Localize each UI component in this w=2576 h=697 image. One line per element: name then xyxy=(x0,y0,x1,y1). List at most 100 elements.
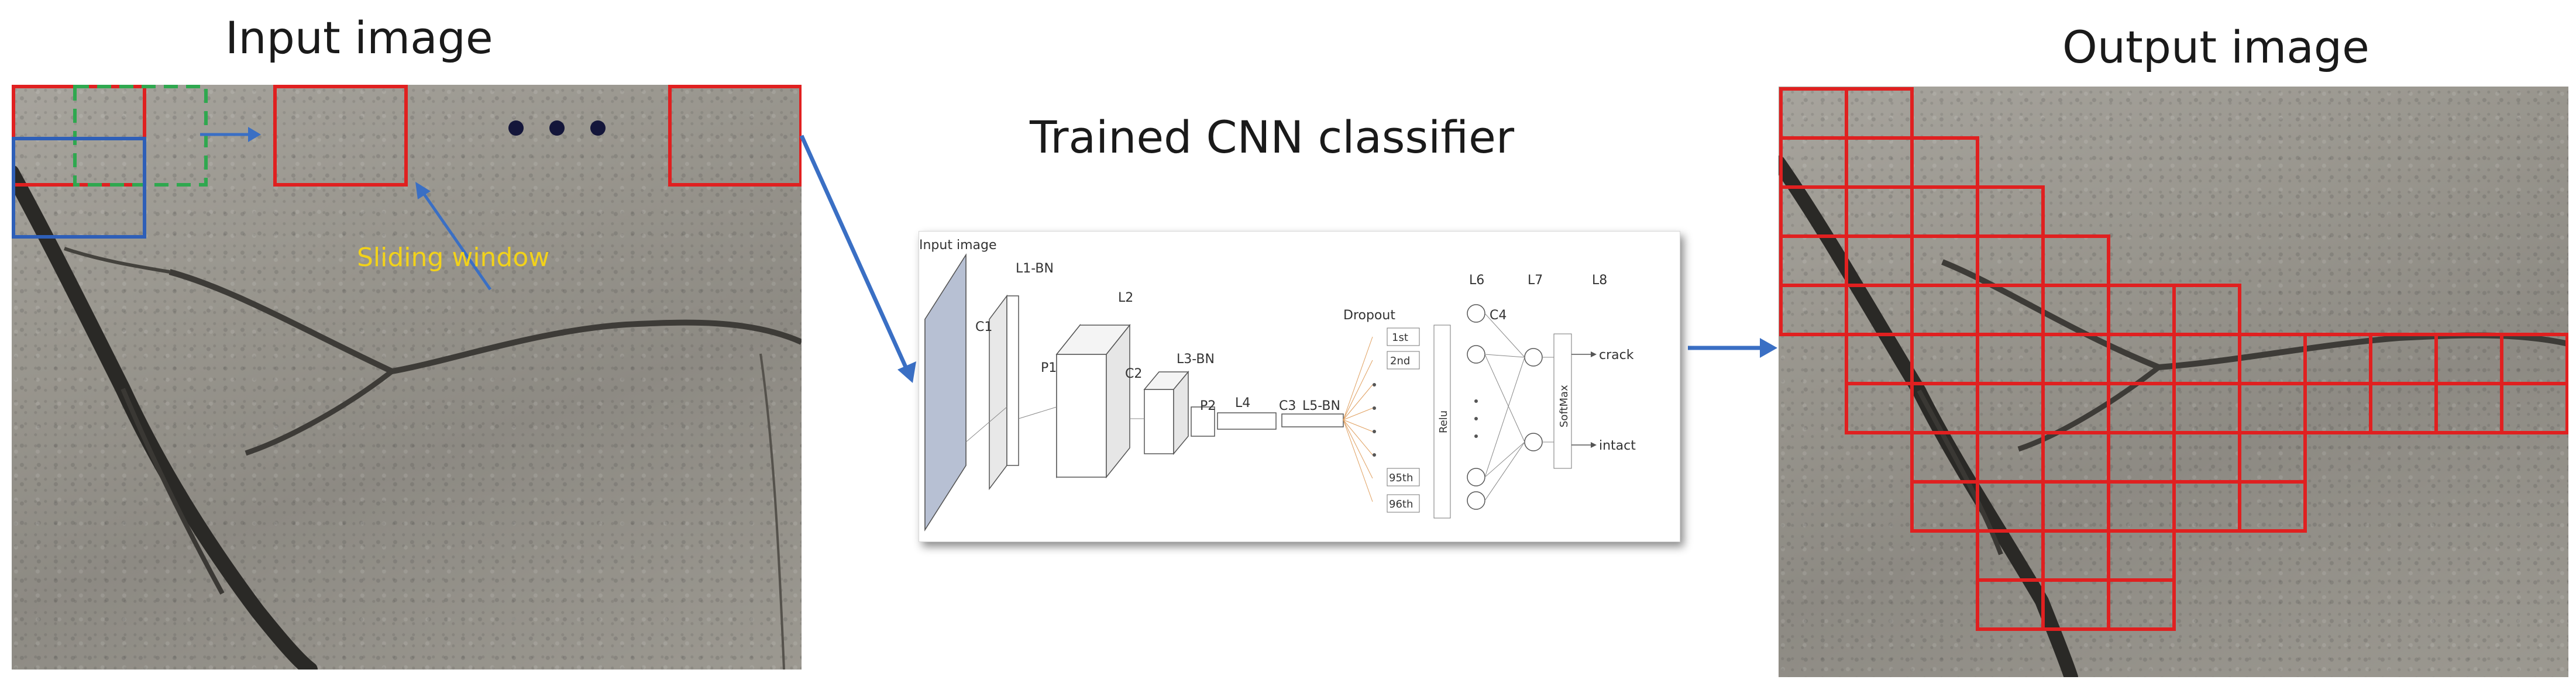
detection-window xyxy=(2041,431,2110,484)
detection-window xyxy=(1910,431,1979,484)
window-red-1 xyxy=(12,85,146,187)
layer-l3-bn: L3-BN xyxy=(1177,352,1215,367)
detection-window xyxy=(1976,284,2045,336)
dropout-label: Dropout xyxy=(1343,308,1395,323)
detection-window xyxy=(1779,136,1848,189)
detection-window xyxy=(2434,382,2503,434)
detection-window xyxy=(2041,234,2110,287)
window-blue xyxy=(12,137,146,239)
detection-windows xyxy=(1779,87,2568,631)
sliding-window-overlays xyxy=(12,85,802,291)
detection-window xyxy=(1845,87,1914,140)
detection-window xyxy=(2238,480,2307,533)
layer-l4: L4 xyxy=(1235,396,1250,410)
detection-window xyxy=(1910,382,1979,434)
ellipsis-dot-1 xyxy=(508,120,524,136)
detection-window xyxy=(2107,284,2176,336)
window-red-2 xyxy=(273,85,408,187)
detection-window xyxy=(1976,480,2045,533)
detection-window xyxy=(1845,382,1914,434)
detection-window xyxy=(2172,333,2241,385)
detection-window xyxy=(1976,431,2045,484)
detection-window xyxy=(1845,333,1914,385)
input-image: Sliding window xyxy=(12,85,802,670)
detection-window xyxy=(2434,333,2503,385)
detection-window xyxy=(2303,382,2372,434)
detection-window xyxy=(1845,234,1914,287)
detection-window xyxy=(2172,431,2241,484)
layer-p2: P2 xyxy=(1200,399,1216,413)
detection-window xyxy=(1976,234,2045,287)
detection-window xyxy=(2172,284,2241,336)
detection-window xyxy=(1779,185,1848,238)
detection-window xyxy=(2369,333,2438,385)
detection-window xyxy=(1976,333,2045,385)
cnn-diagram: Input image C1 L1-BN P1 L2 C2 L3-BN P2 L… xyxy=(919,231,1680,542)
detection-window xyxy=(1910,185,1979,238)
detection-window xyxy=(1845,136,1914,189)
layer-l1-bn: L1-BN xyxy=(1016,261,1054,276)
detection-window xyxy=(2107,480,2176,533)
output-image-heading: Output image xyxy=(2062,21,2369,73)
cnn-architecture: Input image C1 L1-BN P1 L2 C2 L3-BN P2 L… xyxy=(919,238,1636,532)
detection-window xyxy=(2238,333,2307,385)
detection-window xyxy=(1910,136,1979,189)
detection-window xyxy=(2107,431,2176,484)
window-green-dashed xyxy=(73,85,208,187)
softmax-label: SoftMax xyxy=(1558,385,1570,427)
cnn-input-label: Input image xyxy=(919,238,996,253)
detection-window xyxy=(2172,382,2241,434)
relu-label: Relu xyxy=(1437,410,1450,433)
detection-window xyxy=(1845,284,1914,336)
detection-window xyxy=(1910,480,1979,533)
neuron-95th: 95th xyxy=(1389,472,1413,484)
classifier-heading: Trained CNN classifier xyxy=(1030,111,1515,163)
detection-window xyxy=(2107,529,2176,582)
detection-window xyxy=(2041,333,2110,385)
detection-window xyxy=(2041,382,2110,434)
layer-c4: C4 xyxy=(1490,308,1507,323)
detection-window xyxy=(2041,480,2110,533)
window-red-3 xyxy=(668,85,802,187)
neuron-1st: 1st xyxy=(1392,332,1408,344)
input-image-heading: Input image xyxy=(225,12,493,64)
output-crack: crack xyxy=(1599,348,1634,363)
arrow-input-to-cnn xyxy=(799,134,909,371)
detection-window xyxy=(2041,284,2110,336)
layer-l2: L2 xyxy=(1118,291,1133,305)
detection-window xyxy=(1910,284,1979,336)
layer-c1: C1 xyxy=(975,320,992,334)
detection-window xyxy=(1910,333,1979,385)
layer-c3: C3 xyxy=(1279,399,1296,413)
detection-window xyxy=(2107,333,2176,385)
detection-window xyxy=(2172,480,2241,533)
ellipsis-dot-3 xyxy=(590,120,606,136)
layer-l6: L6 xyxy=(1469,273,1484,288)
neuron-96th: 96th xyxy=(1389,498,1413,510)
detection-window xyxy=(2369,382,2438,434)
detection-window xyxy=(1976,529,2045,582)
input-crack-lines xyxy=(12,165,802,670)
layer-l8: L8 xyxy=(1592,273,1607,288)
layer-p1: P1 xyxy=(1041,361,1057,375)
detection-window xyxy=(1779,87,1848,140)
detection-window xyxy=(1976,382,2045,434)
detection-window xyxy=(1779,234,1848,287)
detection-window xyxy=(2107,578,2176,631)
detection-window xyxy=(2500,382,2568,434)
sliding-window-label: Sliding window xyxy=(357,243,550,272)
output-image xyxy=(1779,87,2568,677)
layer-l5-bn: L5-BN xyxy=(1302,399,1340,413)
detection-window xyxy=(2041,529,2110,582)
detection-window xyxy=(2303,333,2372,385)
detection-window xyxy=(1976,578,2045,631)
detection-window xyxy=(1910,234,1979,287)
detection-window xyxy=(1779,284,1848,336)
layer-l7: L7 xyxy=(1528,273,1543,288)
output-intact: intact xyxy=(1599,439,1636,453)
detection-window xyxy=(2107,382,2176,434)
neuron-2nd: 2nd xyxy=(1390,355,1410,367)
layer-c2: C2 xyxy=(1125,367,1142,381)
detection-window xyxy=(2238,431,2307,484)
detection-window xyxy=(2238,382,2307,434)
